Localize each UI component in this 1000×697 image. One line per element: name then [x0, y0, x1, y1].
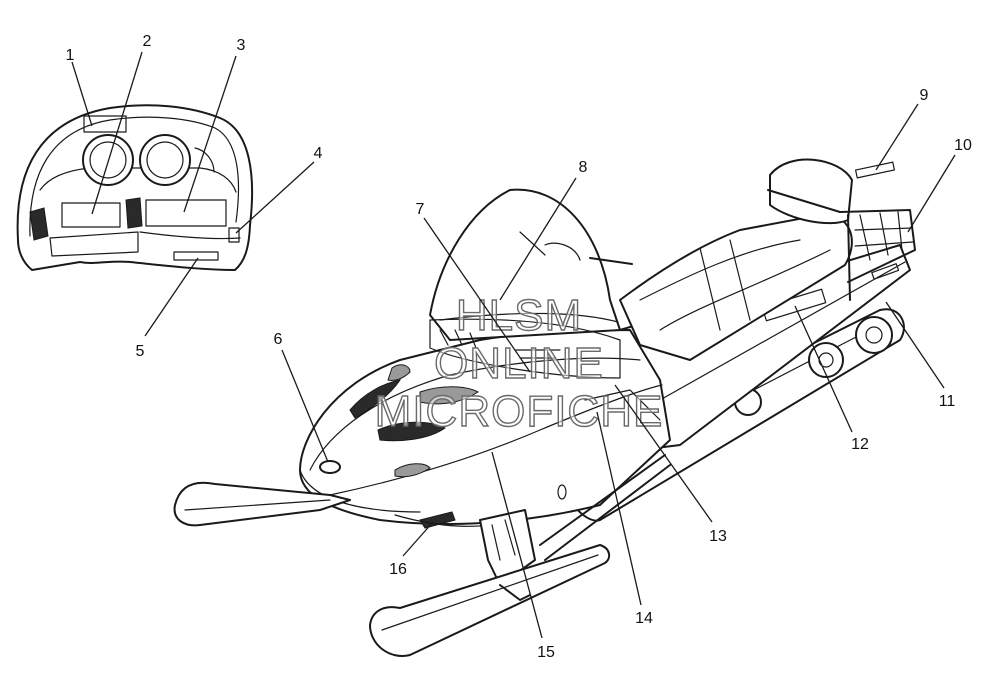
callout-7: 7 [416, 201, 425, 218]
callout-15: 15 [537, 644, 555, 661]
callout-13: 13 [709, 528, 727, 545]
watermark-line-3: MICROFICHE [375, 387, 664, 436]
leader-7 [423, 217, 531, 373]
callout-9: 9 [920, 87, 929, 104]
callout-14: 14 [635, 610, 653, 627]
callout-numbers: 1 2 3 4 5 6 7 8 9 10 11 12 13 14 15 16 [66, 33, 972, 661]
right-ski [369, 544, 611, 657]
leader-6 [281, 349, 329, 463]
leader-9 [875, 103, 919, 171]
leader-10 [907, 154, 956, 233]
leader-3 [183, 55, 237, 213]
callout-11: 11 [939, 393, 956, 410]
dashboard-inset [16, 104, 254, 271]
windshield [429, 188, 621, 341]
callout-1: 1 [66, 47, 75, 64]
callout-3: 3 [237, 37, 246, 54]
watermark: HLSM ONLINE MICROFICHE [374, 290, 664, 436]
watermark-line-2: ONLINE [434, 339, 604, 388]
leader-4 [235, 161, 315, 234]
watermark-line-1: HLSM [456, 291, 582, 340]
leader-2 [91, 51, 143, 215]
snowmobile-body [173, 158, 916, 657]
left-ski [173, 481, 351, 527]
leader-12 [794, 305, 853, 433]
leader-1 [71, 61, 93, 127]
callout-10: 10 [954, 137, 972, 154]
callout-12: 12 [851, 436, 869, 453]
leader-11 [885, 301, 945, 389]
callout-8: 8 [579, 159, 588, 176]
leader-14 [596, 411, 642, 606]
callout-6: 6 [274, 331, 283, 348]
leader-15 [491, 451, 543, 639]
callout-16: 16 [389, 561, 407, 578]
leader-8 [499, 177, 577, 301]
callout-2: 2 [143, 33, 152, 50]
leader-13 [614, 384, 713, 523]
leader-lines [71, 51, 956, 639]
callout-4: 4 [314, 145, 323, 162]
leader-16 [402, 521, 434, 557]
callout-5: 5 [136, 343, 145, 360]
leader-5 [144, 257, 199, 337]
